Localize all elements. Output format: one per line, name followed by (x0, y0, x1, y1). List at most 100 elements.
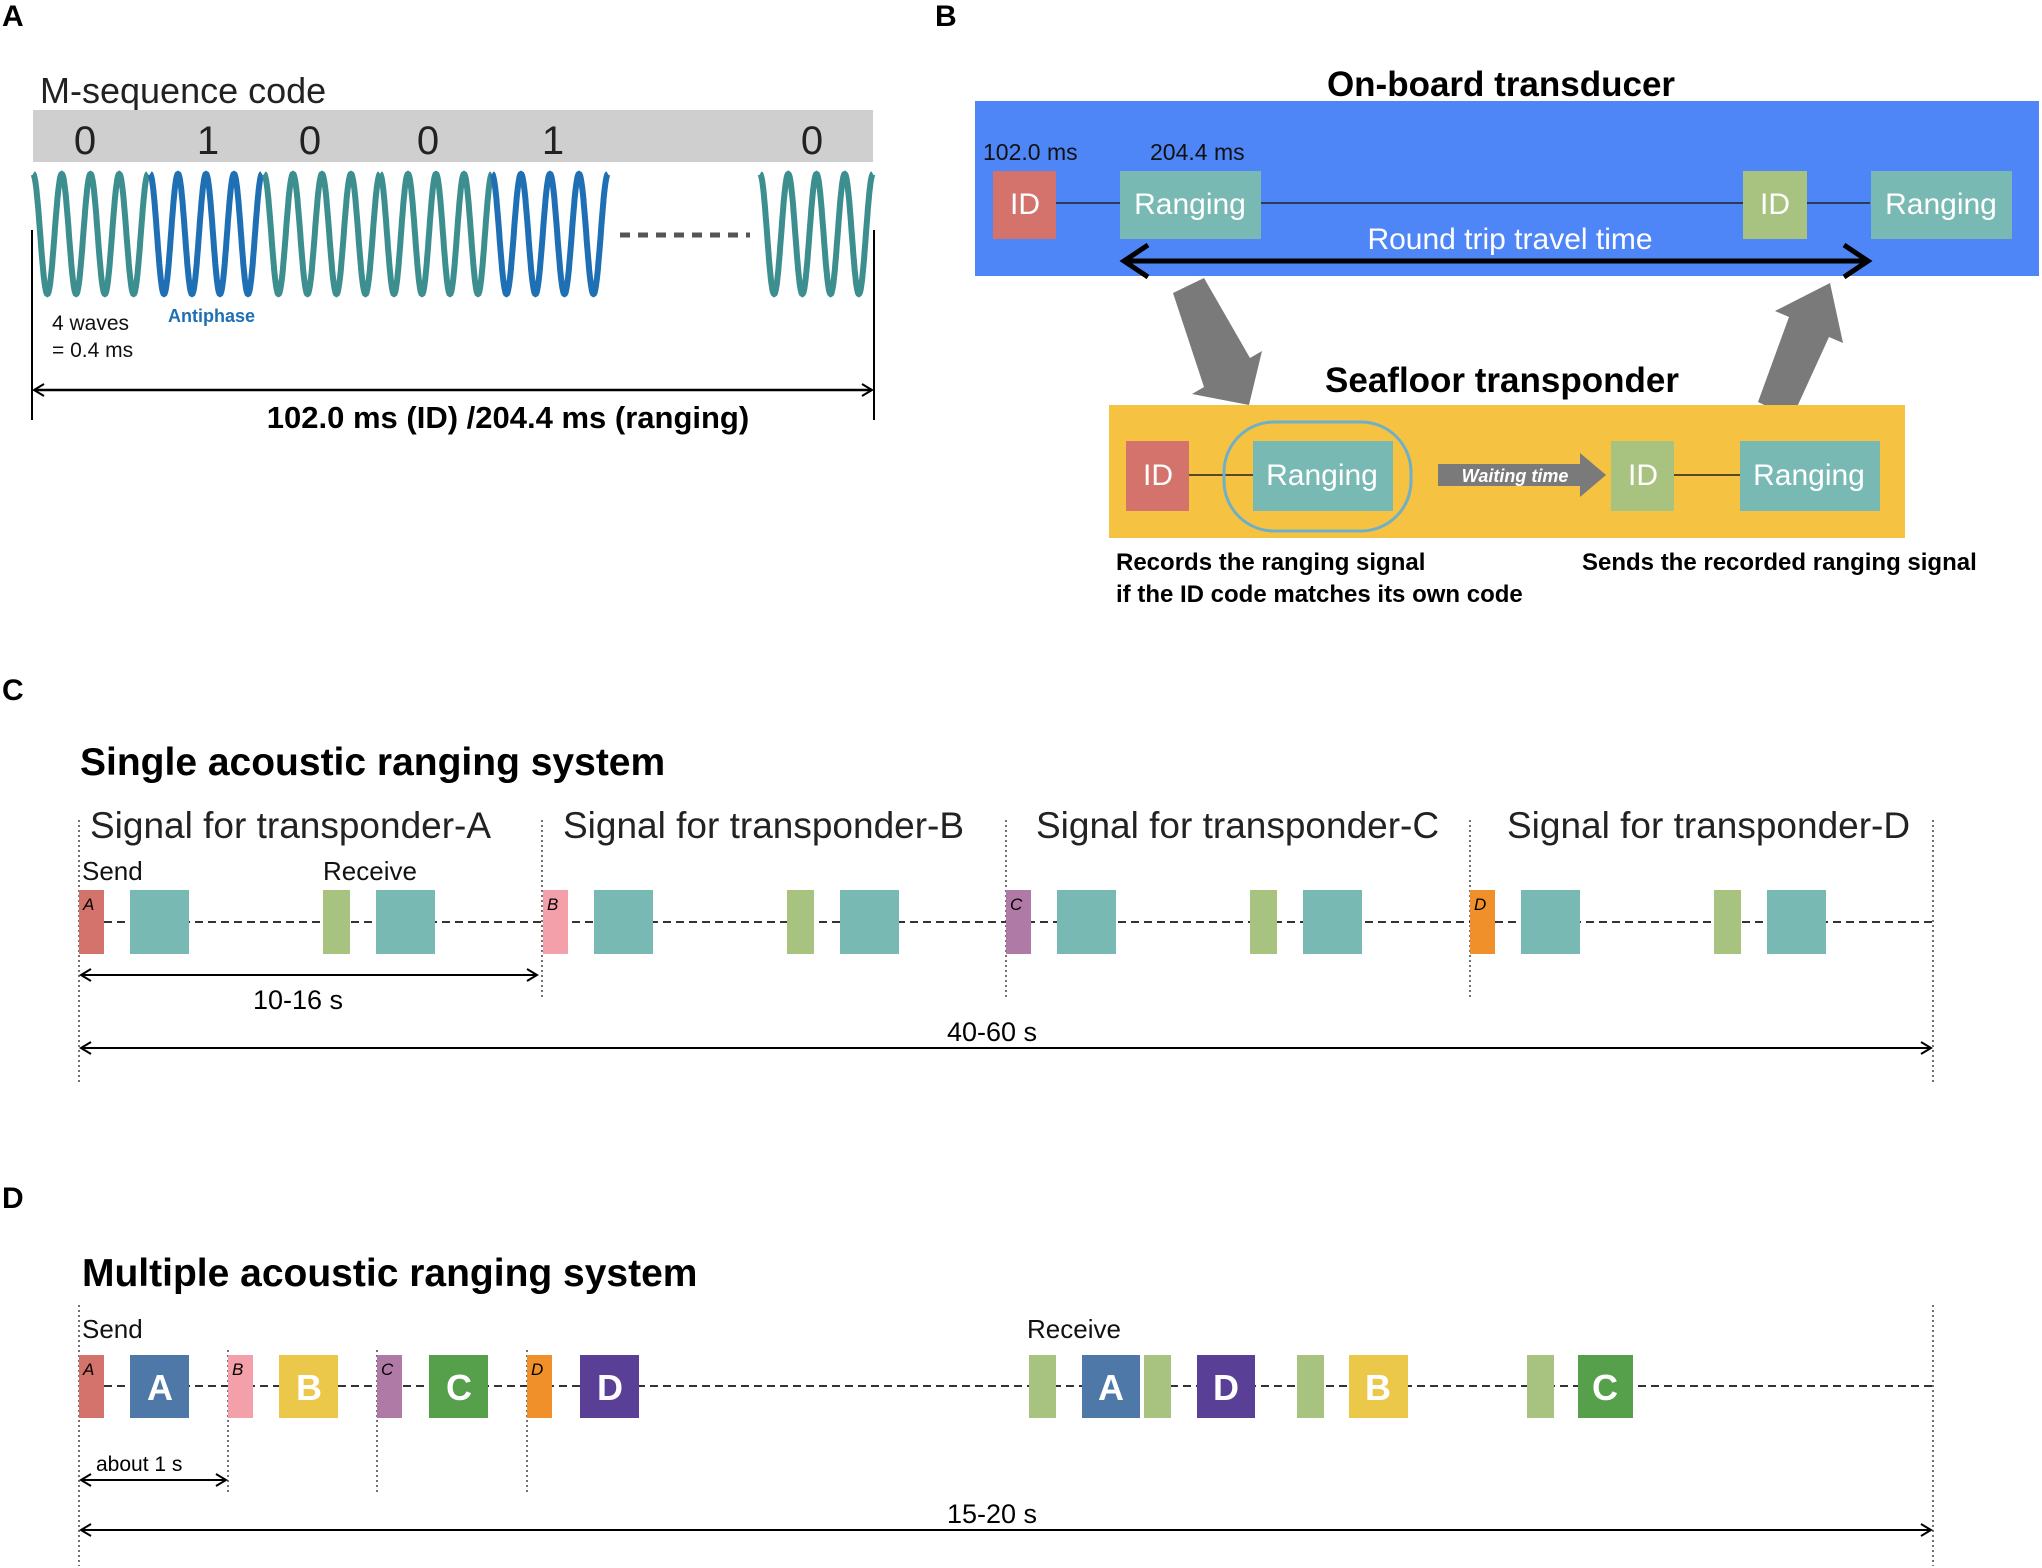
signal-c-label: Signal for transponder-C (1036, 805, 1439, 846)
bit-bar (33, 110, 873, 162)
multiple-system-title: Multiple acoustic ranging system (82, 1252, 697, 1295)
c-send-ranging-d (1521, 890, 1580, 954)
c-recv-id-d (1714, 890, 1741, 954)
seafloor-ranging-block-1 (1253, 441, 1393, 511)
c-letter-c: C (1010, 895, 1023, 914)
d-letter-a: A (82, 1360, 94, 1379)
onboard-id-text-2: ID (1760, 188, 1790, 221)
onboard-title: On-board transducer (1327, 65, 1675, 104)
c-letter-a: A (82, 895, 94, 914)
onboard-id-block-1 (993, 171, 1056, 239)
d-send-letter-a: A (147, 1367, 173, 1408)
d-recv-ranging-a (1082, 1355, 1140, 1418)
signal-b-label: Signal for transponder-B (563, 805, 964, 846)
d-letter-c: C (381, 1360, 394, 1379)
m-sequence-title: M-sequence code (40, 70, 326, 111)
wave-segment-2 (147, 170, 265, 298)
bit-5: 1 (542, 119, 564, 163)
sends-caption: Sends the recorded ranging signal (1582, 549, 1977, 576)
sequence-c: C (1006, 890, 1362, 954)
wave-segment-3 (261, 170, 383, 298)
c-span-long-label: 40-60 s (947, 1017, 1037, 1047)
d-recv-id-3 (1297, 1355, 1324, 1418)
c-send-ranging-a (130, 890, 189, 954)
d-send-sequence: A A B B C C D D (79, 1355, 639, 1418)
c-recv-ranging-a (376, 890, 435, 954)
duration-label: 102.0 ms (ID) /204.4 ms (ranging) (267, 400, 749, 435)
wave-segment-5 (489, 170, 611, 298)
d-send-id-a (79, 1355, 104, 1418)
seafloor-ranging-text-2: Ranging (1753, 459, 1865, 492)
c-send-ranging-c (1057, 890, 1116, 954)
c-recv-ranging-c (1303, 890, 1362, 954)
wave-segment-1 (30, 170, 151, 298)
d-recv-id-1 (1029, 1355, 1056, 1418)
c-letter-b: B (547, 895, 558, 914)
seafloor-ranging-block-2 (1740, 441, 1880, 511)
d-recv-ranging-b (1349, 1355, 1408, 1418)
panel-c-label: C (2, 674, 24, 707)
wave-segment-4 (377, 170, 495, 298)
d-recv-letter-a: A (1098, 1367, 1124, 1408)
d-send-ranging-d (580, 1355, 639, 1418)
d-send-id-c (377, 1355, 402, 1418)
d-send-letter-d: D (597, 1367, 623, 1408)
m-sequence-waveform (30, 170, 876, 298)
c-span-short-label: 10-16 s (253, 985, 343, 1015)
seafloor-id-text-2: ID (1628, 459, 1658, 492)
records-caption-2: if the ID code matches its own code (1116, 581, 1523, 608)
send-label-c: Send (82, 856, 143, 886)
round-trip-arrowhead-right (1842, 242, 1873, 280)
d-recv-letter-b: B (1365, 1367, 1391, 1408)
d-send-ranging-b (279, 1355, 338, 1418)
ranging-time-label: 204.4 ms (1150, 139, 1245, 165)
waves-label-1: 4 waves (52, 312, 129, 335)
records-caption-1: Records the ranging signal (1116, 549, 1425, 576)
d-recv-letter-c: C (1592, 1367, 1618, 1408)
d-recv-ranging-c (1578, 1355, 1633, 1418)
seafloor-id-block-1 (1126, 441, 1189, 511)
c-send-id-d (1470, 890, 1495, 954)
round-trip-label: Round trip travel time (1367, 223, 1652, 256)
receive-label-d: Receive (1027, 1314, 1121, 1344)
seafloor-id-text-1: ID (1143, 459, 1173, 492)
single-system-title: Single acoustic ranging system (80, 741, 665, 784)
panel-a-label: A (2, 0, 24, 33)
panel-d-label: D (2, 1182, 24, 1215)
recording-highlight (1222, 420, 1413, 533)
d-send-ranging-c (429, 1355, 488, 1418)
c-recv-id-b (787, 890, 814, 954)
waiting-time-label: Waiting time (1462, 466, 1569, 486)
d-recv-letter-d: D (1213, 1367, 1239, 1408)
down-transfer-arrow (1173, 278, 1262, 405)
d-recv-ranging-d (1197, 1355, 1255, 1418)
d-letter-d: D (531, 1360, 543, 1379)
c-send-id-b (543, 890, 568, 954)
bit-6: 0 (801, 119, 823, 163)
seafloor-title: Seafloor transponder (1325, 361, 1679, 400)
onboard-ranging-text-1: Ranging (1134, 188, 1246, 221)
send-label-d: Send (82, 1314, 143, 1344)
wave-segment-6 (757, 170, 876, 298)
bit-4: 0 (417, 119, 439, 163)
bit-2: 1 (197, 119, 219, 163)
receive-label-c: Receive (323, 856, 417, 886)
c-recv-ranging-d (1767, 890, 1826, 954)
seafloor-id-block-2 (1611, 441, 1674, 511)
bit-1: 0 (74, 119, 96, 163)
onboard-ranging-text-2: Ranging (1885, 188, 1997, 221)
onboard-id-text-1: ID (1010, 188, 1040, 221)
round-trip-arrowhead-left (1119, 242, 1150, 280)
d-span-long-label: 15-20 s (947, 1499, 1037, 1529)
sequence-d: D (1470, 890, 1826, 954)
onboard-id-block-2 (1743, 171, 1807, 239)
c-send-id-c (1006, 890, 1031, 954)
d-send-id-b (228, 1355, 253, 1418)
d-send-ranging-a (130, 1355, 189, 1418)
d-letter-b: B (232, 1360, 243, 1379)
d-receive-sequence: A D B C (1029, 1355, 1633, 1418)
d-recv-id-4 (1527, 1355, 1554, 1418)
d-send-id-d (527, 1355, 552, 1418)
c-recv-id-a (323, 890, 350, 954)
